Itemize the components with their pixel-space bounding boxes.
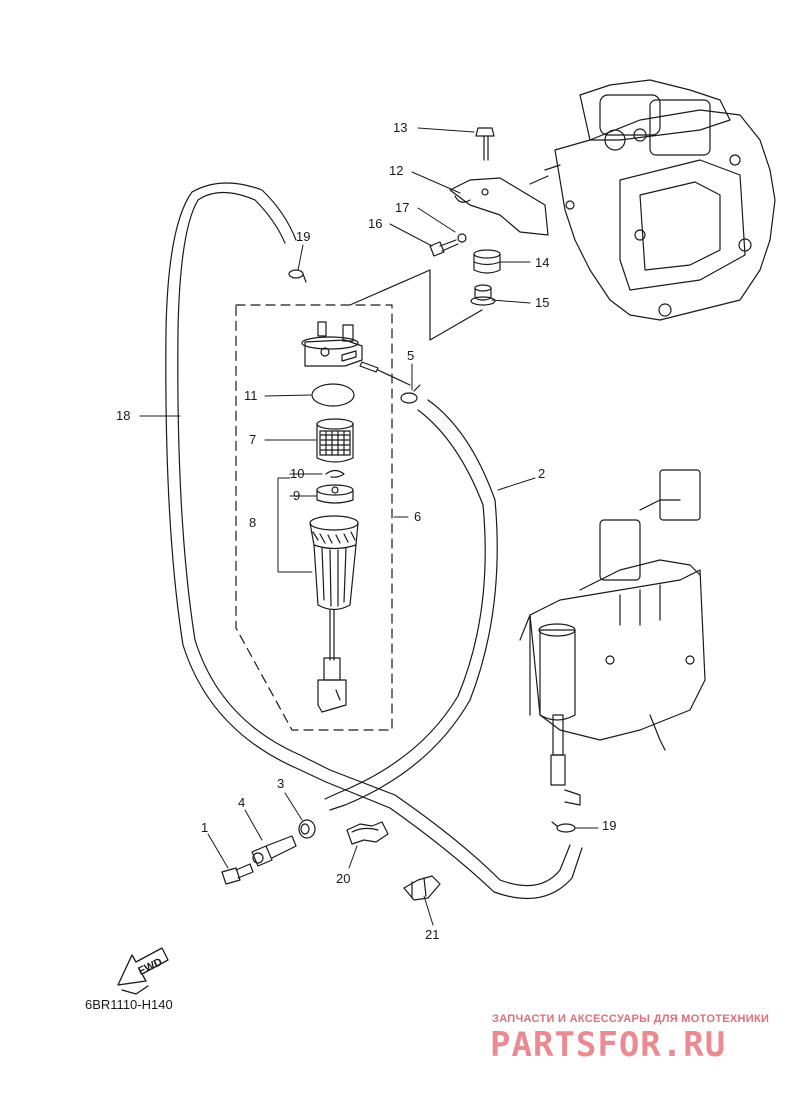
bolt-part-16 — [429, 239, 459, 257]
filter-element-part-7 — [316, 418, 354, 463]
joint-part-4 — [251, 835, 297, 867]
callout-16: 16 — [368, 216, 383, 231]
callout-19-right: 19 — [602, 818, 617, 833]
engine-block-illustration — [529, 79, 776, 321]
bolt-part-13 — [475, 127, 495, 161]
hose-part-2 — [329, 399, 498, 811]
callout-14: 14 — [535, 255, 550, 270]
washer-part-17 — [457, 233, 467, 243]
watermark-logo: PARTSFOR.RU — [490, 1025, 727, 1065]
callout-9: 9 — [293, 488, 301, 503]
watermark-caption: ЗАПЧАСТИ И АКСЕССУАРЫ ДЛЯ МОТОТЕХНИКИ — [492, 1013, 770, 1025]
callout-11: 11 — [244, 388, 258, 403]
callout-3: 3 — [277, 776, 285, 791]
assembly-leader-lines — [349, 269, 483, 341]
diagram-reference-code: 6BR1110-H140 — [85, 997, 173, 1012]
forward-direction-arrow — [117, 947, 169, 995]
callout-21: 21 — [425, 927, 440, 942]
clip-part-10 — [325, 469, 345, 478]
callout-20: 20 — [336, 871, 351, 886]
callout-leader-lines — [139, 127, 599, 926]
hose-part-18 — [177, 191, 571, 887]
bracket-part-12 — [449, 177, 549, 236]
filter-assembly-group-outline — [235, 304, 393, 731]
hose-clamp-part-5 — [400, 384, 421, 404]
screw-part-1 — [221, 863, 254, 885]
callout-2: 2 — [538, 466, 546, 481]
float-part-9 — [316, 484, 354, 504]
hose-holder-part-20 — [346, 821, 389, 845]
grommet-part-14 — [473, 249, 501, 274]
callout-12: 12 — [389, 163, 404, 178]
callout-5: 5 — [407, 348, 415, 363]
callout-15: 15 — [535, 295, 550, 310]
callout-13: 13 — [393, 120, 408, 135]
callout-17: 17 — [395, 200, 410, 215]
o-ring-part-11 — [311, 383, 355, 407]
hose-clamp-part-19-top — [288, 269, 307, 283]
callout-18: 18 — [116, 408, 131, 423]
callout-1: 1 — [201, 820, 209, 835]
callout-8: 8 — [249, 515, 257, 530]
callout-7: 7 — [249, 432, 257, 447]
callout-10: 10 — [290, 466, 305, 481]
hose-holder-part-21 — [403, 875, 441, 901]
hose-clamp-part-19-right — [551, 821, 576, 833]
collar-part-15 — [470, 284, 496, 306]
callout-6: 6 — [414, 509, 422, 524]
vapor-separator-illustration — [519, 469, 706, 806]
callout-4: 4 — [238, 795, 246, 810]
filter-head — [301, 321, 411, 386]
clip-part-3 — [298, 819, 316, 839]
filter-cup-part-8 — [309, 515, 359, 713]
callout-19-top: 19 — [296, 229, 311, 244]
